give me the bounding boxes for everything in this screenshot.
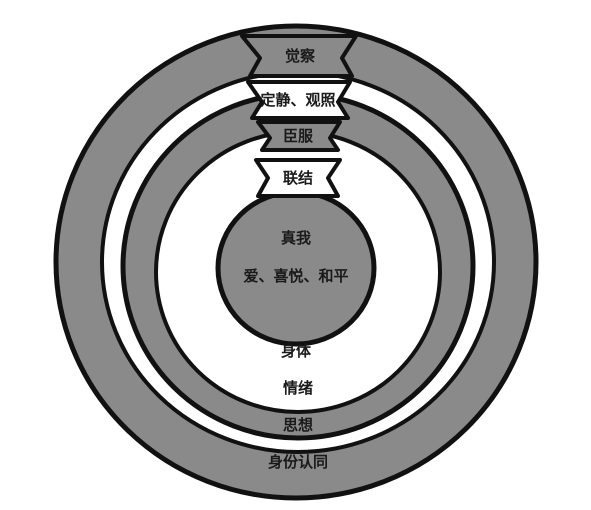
label-surrender: 臣服 <box>283 127 314 145</box>
label-stillness: 定静、观照 <box>260 91 335 109</box>
label-awareness: 觉察 <box>285 47 316 65</box>
label-connection: 联结 <box>283 169 313 187</box>
label-emotions: 情绪 <box>283 379 313 397</box>
label-identity: 身份认同 <box>268 453 328 471</box>
label-love-joy-peace: 爱、喜悦、和平 <box>243 267 348 285</box>
label-thoughts: 思想 <box>283 416 313 434</box>
notch-connection <box>254 158 342 198</box>
notch-surrender <box>256 120 342 152</box>
label-true-self: 真我 <box>281 229 311 247</box>
notch-awareness <box>240 34 358 78</box>
label-body: 身体 <box>281 342 312 360</box>
notch-stillness <box>246 80 352 120</box>
